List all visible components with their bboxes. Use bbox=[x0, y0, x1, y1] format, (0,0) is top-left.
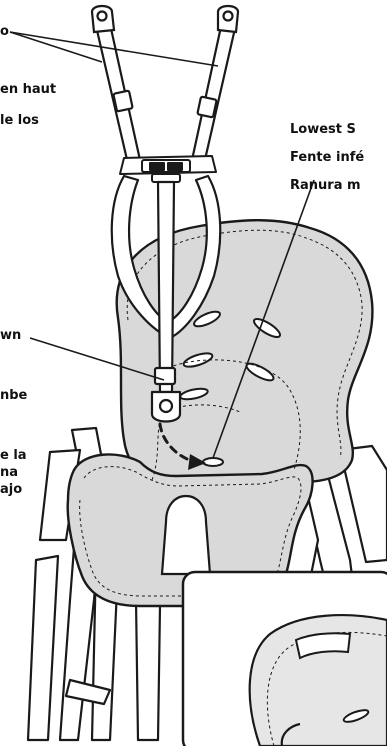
lowest-slot-label-en: Lowest S bbox=[290, 122, 356, 138]
es-label-partial-line-2: na bbox=[0, 465, 18, 481]
fr-label-partial: nbe bbox=[0, 388, 27, 404]
es-label-partial-line-1: e la bbox=[0, 448, 27, 464]
shoulder-strap-label-partial: o bbox=[0, 24, 9, 40]
lowest-slot bbox=[203, 458, 223, 466]
seat-back bbox=[117, 220, 373, 482]
lowest-slot-label-es: Ranura m bbox=[290, 178, 361, 194]
detail-inset bbox=[183, 572, 387, 746]
crotch-post bbox=[162, 496, 210, 574]
lowest-slot-label-fr: Fente infé bbox=[290, 150, 364, 166]
height-label-fr-partial: en haut bbox=[0, 82, 56, 98]
es-label-partial-line-3: ajo bbox=[0, 482, 22, 498]
height-label-es-partial: le los bbox=[0, 113, 39, 129]
shoulder-straps bbox=[96, 22, 236, 164]
strap-end-loops bbox=[92, 6, 238, 32]
down-label-partial: wn bbox=[0, 328, 21, 344]
